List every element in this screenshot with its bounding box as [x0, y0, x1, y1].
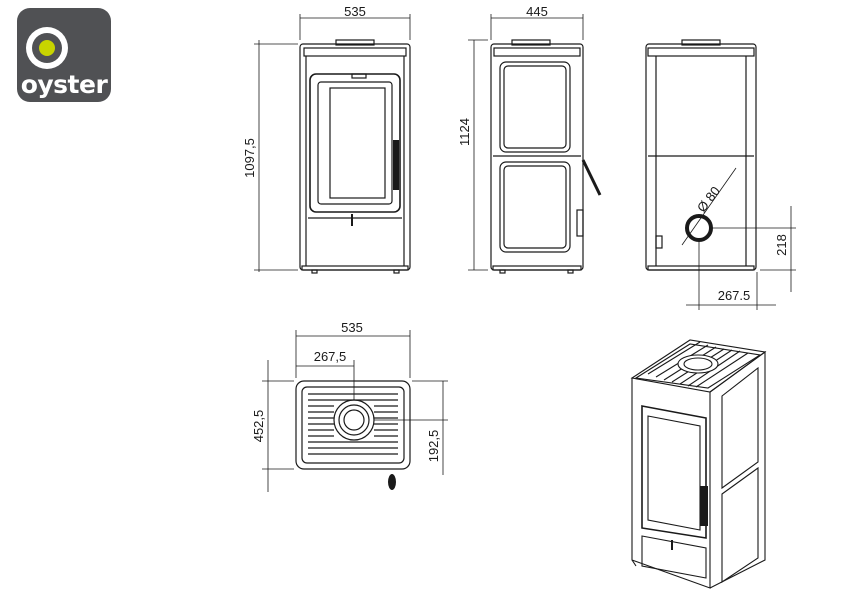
top-depth-label: 452,5 [251, 410, 266, 443]
top-width-label: 535 [341, 320, 363, 335]
top-flue-depth-dimension: 192,5 [374, 380, 448, 475]
flue-offset-dimension: 267.5 [686, 240, 776, 310]
front-height-label: 1097,5 [242, 138, 257, 178]
top-flue-depth-label: 192,5 [426, 430, 441, 463]
front-width-label: 535 [344, 4, 366, 19]
side-width-dimension: 445 [490, 4, 584, 40]
flue-offset-label: 267.5 [718, 288, 751, 303]
side-height-label: 1124 [457, 118, 472, 146]
flue-diameter-label: Ø 80 [694, 184, 723, 215]
logo-wordmark: oyster [20, 70, 108, 99]
side-height-dimension: 1124 [457, 39, 488, 271]
top-view [295, 380, 411, 490]
side-view [490, 39, 602, 274]
rear-view [645, 39, 757, 271]
flue-height-dimension: 218 [711, 206, 796, 292]
top-depth-dimension: 452,5 [251, 360, 294, 492]
top-center-label: 267,5 [314, 349, 347, 364]
top-center-dimension: 267,5 [296, 349, 355, 400]
flue-height-label: 218 [774, 234, 789, 256]
oyster-logo: oyster [17, 8, 111, 102]
isometric-view [630, 339, 767, 589]
front-width-dimension: 535 [299, 4, 411, 40]
side-width-label: 445 [526, 4, 548, 19]
front-view [299, 39, 411, 274]
top-width-dimension: 535 [295, 320, 411, 378]
front-height-dimension: 1097,5 [242, 40, 298, 272]
logo-ring-icon [26, 27, 68, 69]
